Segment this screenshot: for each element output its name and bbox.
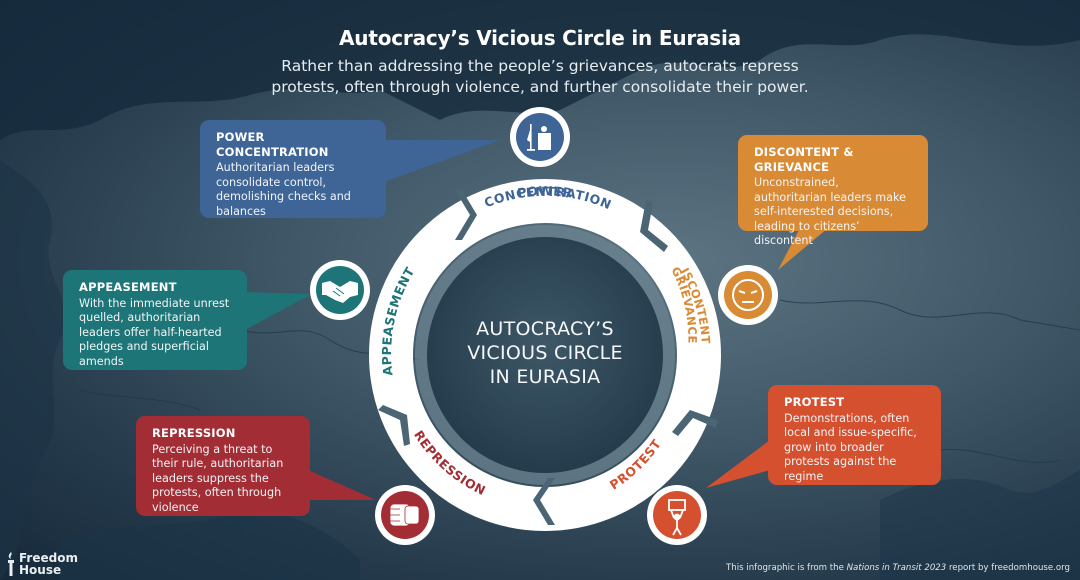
callout-text: Demonstrations, often local and issue-sp… xyxy=(784,411,917,483)
pointer-discontent xyxy=(778,228,828,270)
callout-text: Unconstrained, authoritarian leaders mak… xyxy=(754,176,906,247)
power-concentration-icon xyxy=(510,107,570,167)
map-border xyxy=(779,299,1080,331)
center-title-line1: AUTOCRACY’S xyxy=(476,318,614,340)
fist-icon xyxy=(389,503,420,527)
pointer-power xyxy=(384,140,500,182)
logo-line2: House xyxy=(19,563,62,577)
center-disc xyxy=(427,237,663,473)
map-landmass-west xyxy=(0,160,66,580)
center-title-line3: IN EURASIA xyxy=(489,366,601,388)
segment-notch xyxy=(640,200,668,252)
segment-notch xyxy=(455,190,477,240)
center-title: AUTOCRACY’S VICIOUS CIRCLE IN EURASIA xyxy=(445,317,645,389)
segment-notch xyxy=(533,478,555,525)
callout-text: With the immediate unrest quelled, autho… xyxy=(79,296,230,368)
pointer-appeasement xyxy=(245,292,312,330)
map-sea-east xyxy=(880,470,1080,580)
torch-icon xyxy=(8,552,14,576)
callout-heading: DISCONTENT & GRIEVANCE xyxy=(754,145,854,174)
credit-prefix: This infographic is from the xyxy=(726,563,847,573)
segment-notch xyxy=(378,405,410,446)
logo-line1: Freedom xyxy=(19,551,78,565)
credit-suffix: report by freedomhouse.org xyxy=(946,563,1070,573)
callout-appeasement: APPEASEMENT With the immediate unrest qu… xyxy=(63,270,247,370)
center-title-line2: VICIOUS CIRCLE xyxy=(467,342,623,364)
protester-sign-icon xyxy=(668,499,686,536)
credit-report-title: Nations in Transit 2023 xyxy=(846,563,947,573)
protest-icon xyxy=(647,485,707,545)
callout-repression: REPRESSION Perceiving a threat to their … xyxy=(136,416,310,516)
page-title: Autocracy’s Vicious Circle in Eurasia xyxy=(339,26,741,50)
map-landmass-north xyxy=(0,0,1080,140)
map-sea-south xyxy=(60,512,360,580)
source-credit: This infographic is from the Nations in … xyxy=(726,563,1070,573)
ring-label-power-line1: POWER xyxy=(516,183,573,200)
map-border xyxy=(79,389,201,411)
callout-heading: PROTEST xyxy=(784,395,845,409)
callout-heading: APPEASEMENT xyxy=(79,280,177,294)
callout-text: Authoritarian leaders consolidate contro… xyxy=(216,161,351,218)
page-subtitle: Rather than addressing the people’s grie… xyxy=(271,57,809,96)
discontent-grievance-icon xyxy=(718,265,778,325)
freedom-house-logo: Freedom House xyxy=(6,552,78,576)
callout-text: Perceiving a threat to their rule, autho… xyxy=(152,442,284,514)
callout-power-concentration: POWER CONCENTRATION Authoritarian leader… xyxy=(200,120,386,218)
segment-notch xyxy=(672,410,718,436)
appeasement-icon xyxy=(310,260,370,320)
pointer-protest xyxy=(706,440,770,488)
podium-flag-icon xyxy=(527,124,551,151)
angry-face-icon xyxy=(732,279,764,311)
callout-discontent-grievance: DISCONTENT & GRIEVANCE Unconstrained, au… xyxy=(738,135,928,247)
repression-icon xyxy=(375,485,435,545)
callout-protest: PROTEST Demonstrations, often local and … xyxy=(768,385,941,485)
callout-heading: REPRESSION xyxy=(152,426,236,440)
pointer-repression xyxy=(308,470,376,500)
callout-heading: POWER CONCENTRATION xyxy=(216,130,329,159)
handshake-icon xyxy=(322,281,358,303)
